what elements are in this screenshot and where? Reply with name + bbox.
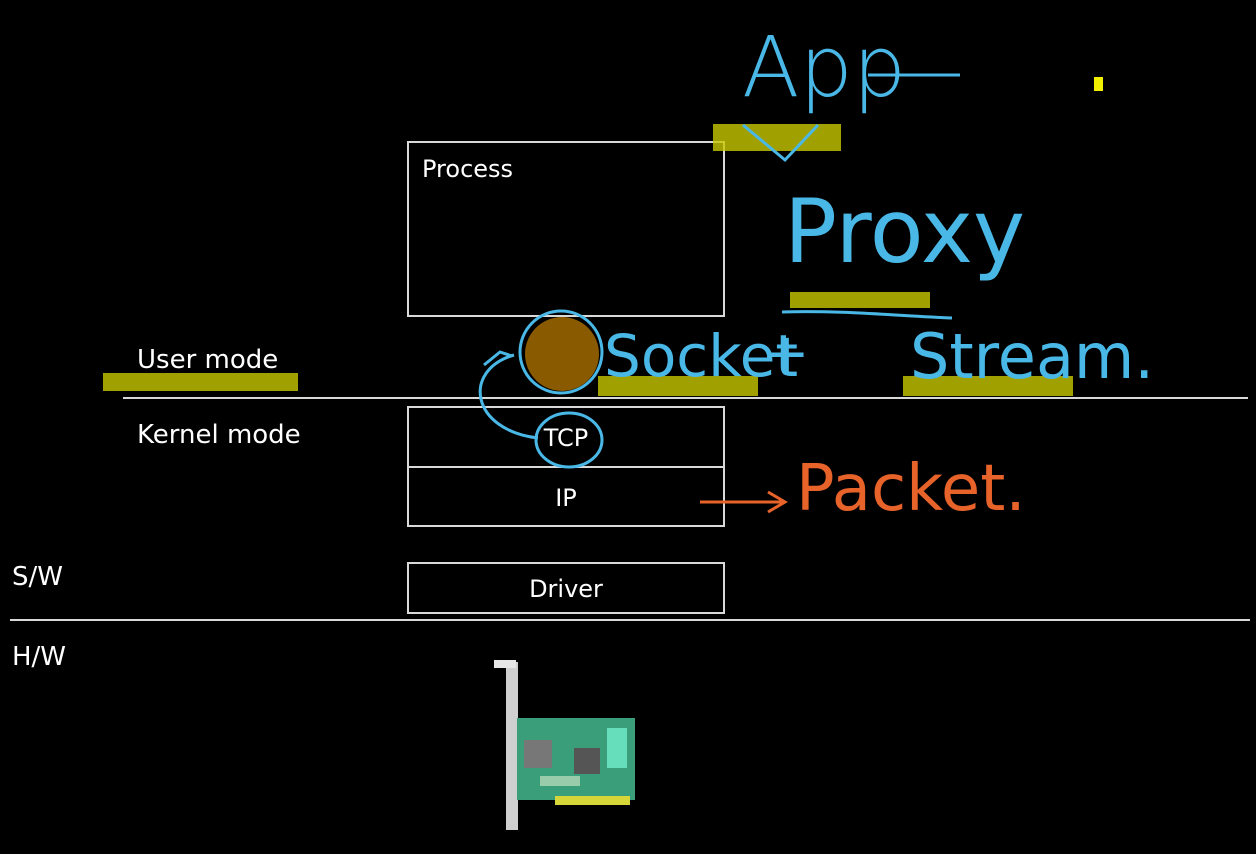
stream-annotation: Stream. [910,320,1155,393]
app-annotation: App [742,18,907,116]
ip-label: IP [555,484,577,512]
network-interface-card-icon [494,660,635,830]
process-box: Process [407,141,725,317]
driver-label: Driver [529,575,603,603]
software-label: S/W [12,562,63,592]
tcp-to-socket-arrowhead [483,350,513,367]
ip-box: IP [407,466,725,527]
socket-dot [525,317,599,391]
hardware-label: H/W [12,642,67,672]
packet-arrowhead [767,490,788,514]
socket-circle-outline [518,309,604,395]
proxy-underline [781,310,953,320]
packet-annotation: Packet. [796,452,1026,526]
plus-annotation: + [764,322,810,385]
highlight-user-mode [103,373,298,391]
process-label: Process [422,155,514,183]
kernel-mode-label: Kernel mode [137,420,301,450]
tcp-label: TCP [543,424,589,452]
socket-annotation: Socket [604,322,799,390]
user-mode-label: User mode [137,345,279,375]
software-hardware-divider [10,619,1250,621]
highlight-proxy [790,292,930,308]
highlight-dot [1094,77,1103,91]
user-kernel-divider [123,397,1248,399]
proxy-annotation: Proxy [784,180,1026,283]
tcp-box: TCP [407,406,725,468]
driver-box: Driver [407,562,725,614]
app-down-arrow [742,123,820,163]
highlight-app [713,124,841,151]
